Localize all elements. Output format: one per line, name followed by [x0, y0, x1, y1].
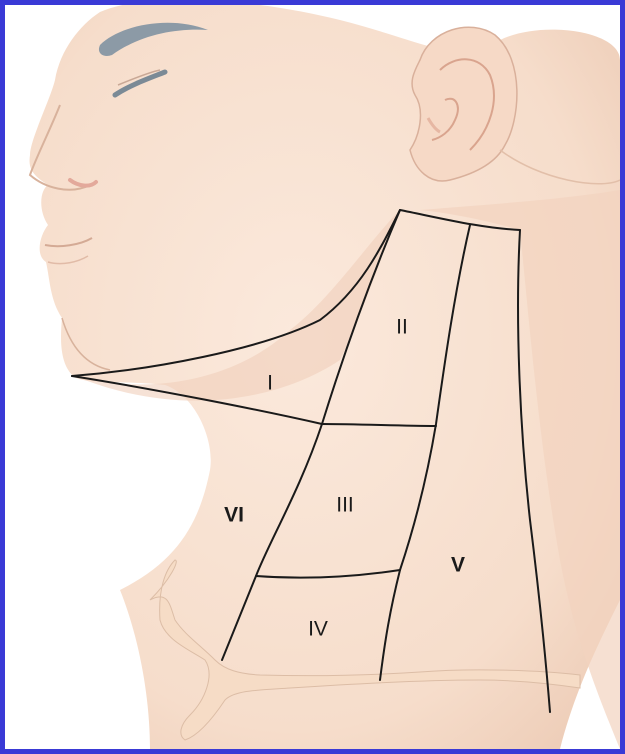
level-i-label: I [267, 372, 273, 395]
level-ii-label: II [396, 316, 408, 339]
level-v-label: V [451, 554, 465, 577]
level-iv-label: IV [308, 618, 328, 641]
level-iii-label: III [336, 494, 354, 517]
level-vi-label: VI [224, 504, 244, 527]
neck-lymph-levels-diagram: II I III VI V IV [5, 5, 620, 749]
